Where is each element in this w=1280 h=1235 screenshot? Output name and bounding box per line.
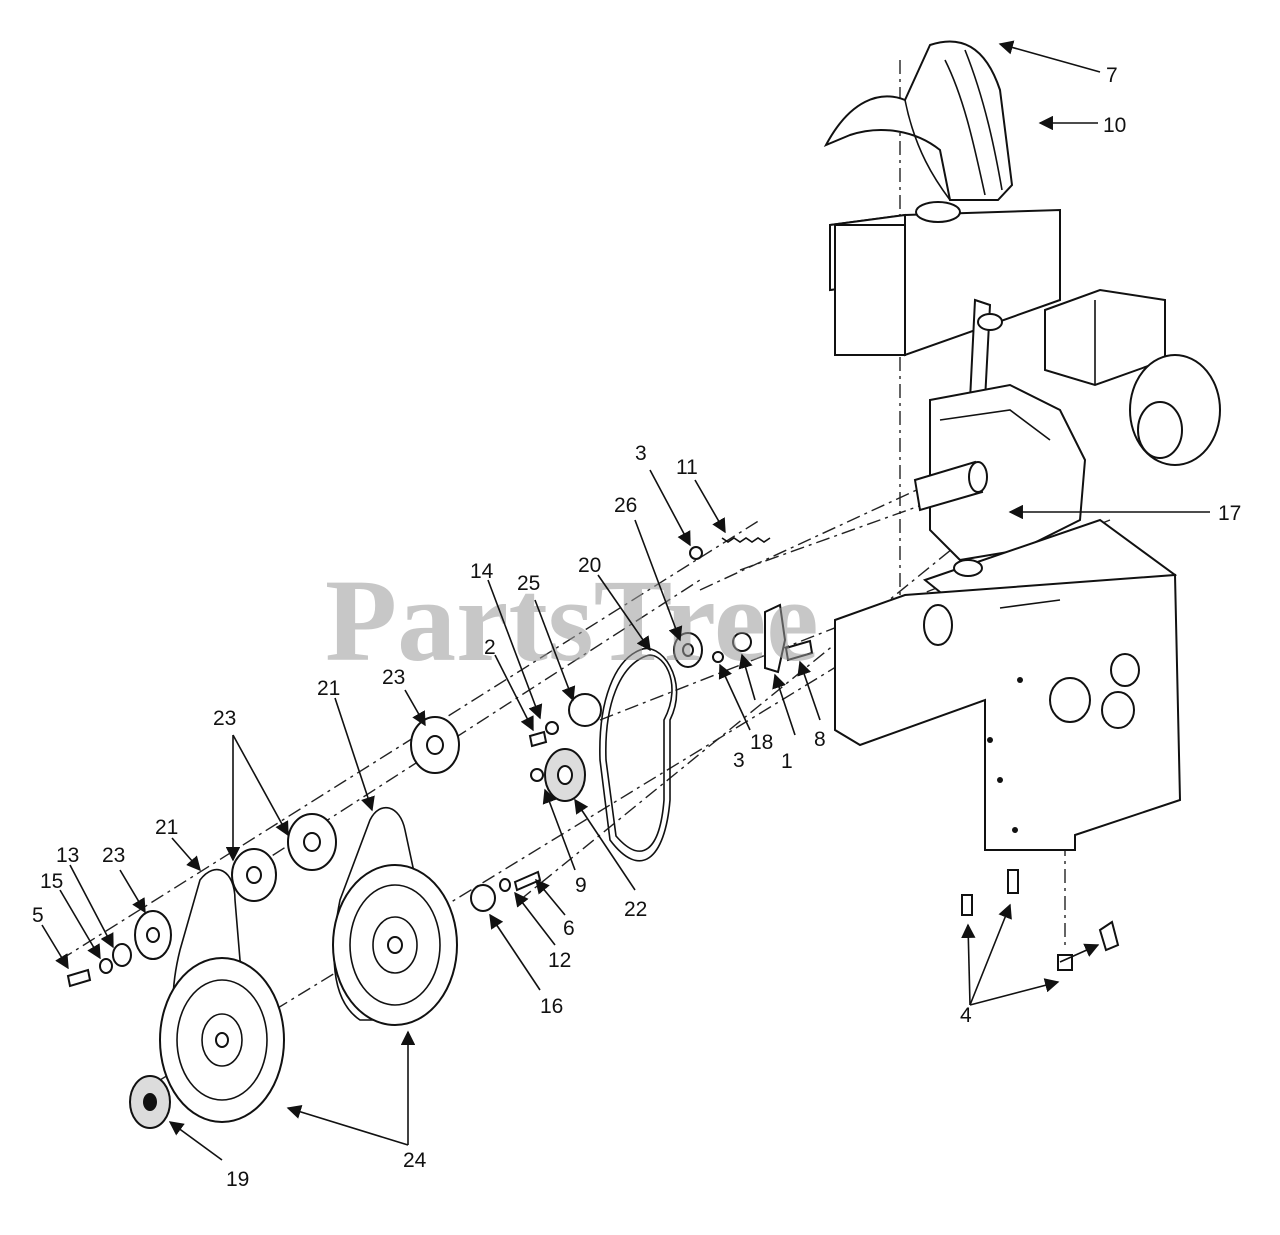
callout-labels: 1 2 3 3 4 5 6 7 8 9 10 11 12 13 14 15 16… <box>32 64 1241 1191</box>
callout-22: 22 <box>624 898 647 921</box>
callout-14: 14 <box>470 560 494 583</box>
callout-10: 10 <box>1103 114 1126 137</box>
callout-11: 11 <box>676 456 698 479</box>
callout-16: 16 <box>540 995 563 1018</box>
bolts-part-4 <box>961 869 1120 971</box>
watermark-text: PartsTree <box>325 555 819 686</box>
callout-18: 18 <box>750 731 773 754</box>
frame-side-plate <box>834 573 1182 851</box>
callout-21-lower: 21 <box>155 816 178 839</box>
engine-assembly <box>823 40 1221 642</box>
callout-23-lower: 23 <box>102 844 125 867</box>
callout-9: 9 <box>575 874 587 897</box>
crankcase-part <box>929 383 1087 562</box>
callout-15: 15 <box>40 870 63 893</box>
belt-part-20 <box>599 647 678 862</box>
callout-3-bottom: 3 <box>733 749 745 772</box>
spacer-part-18 <box>732 632 752 652</box>
callout-3-top: 3 <box>635 442 647 465</box>
callout-1: 1 <box>781 750 793 773</box>
idler-bracket-part <box>764 603 787 674</box>
callout-19: 19 <box>226 1168 249 1191</box>
callout-5: 5 <box>32 904 44 927</box>
callout-26: 26 <box>614 494 637 517</box>
pulley-group <box>66 632 703 1129</box>
callout-13: 13 <box>56 844 79 867</box>
callout-17: 17 <box>1218 502 1241 525</box>
callout-8: 8 <box>814 728 826 751</box>
callout-6: 6 <box>563 917 575 940</box>
callout-21-upper: 21 <box>317 677 340 700</box>
bolt-part-8 <box>784 639 814 662</box>
crankshaft-part <box>913 460 984 512</box>
frame-plate <box>834 573 1182 851</box>
spring-part-11 <box>721 537 771 543</box>
callout-2: 2 <box>484 636 496 659</box>
fuel-cap-part <box>915 201 961 223</box>
washer-part-25 <box>568 693 602 727</box>
leader-lines <box>41 40 1210 1161</box>
callout-23-upper: 23 <box>382 666 405 689</box>
callout-24: 24 <box>403 1149 427 1172</box>
engine-block-front <box>834 224 906 356</box>
engine-shroud-part <box>823 40 1014 201</box>
idler-bracket-group <box>689 537 814 674</box>
callout-4: 4 <box>960 1004 972 1027</box>
callout-12: 12 <box>548 949 571 972</box>
callout-23-mid: 23 <box>213 707 236 730</box>
callout-7: 7 <box>1106 64 1118 87</box>
callout-25: 25 <box>517 572 540 595</box>
callout-20: 20 <box>578 554 601 577</box>
